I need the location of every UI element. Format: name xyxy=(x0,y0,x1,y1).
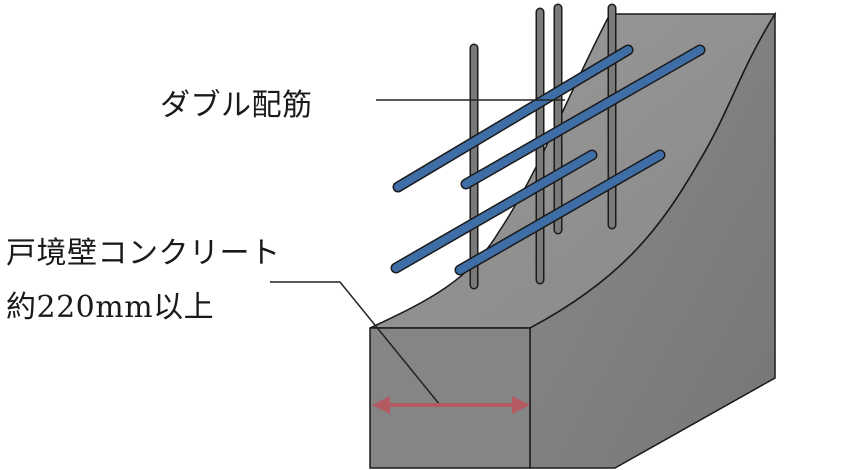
arrowhead-left xyxy=(372,396,390,414)
wall-thickness-label: 約220mm以上 xyxy=(6,290,215,325)
horizontal-rebars xyxy=(390,44,706,276)
arrowhead-right xyxy=(512,396,530,414)
double-rebar-label: ダブル配筋 xyxy=(160,88,313,123)
wall-thickness-leader xyxy=(270,281,441,406)
concrete-edge xyxy=(529,13,776,329)
wall-concrete-label: 戸境壁コンクリート xyxy=(6,236,281,271)
thickness-dimension-arrow xyxy=(372,396,530,414)
